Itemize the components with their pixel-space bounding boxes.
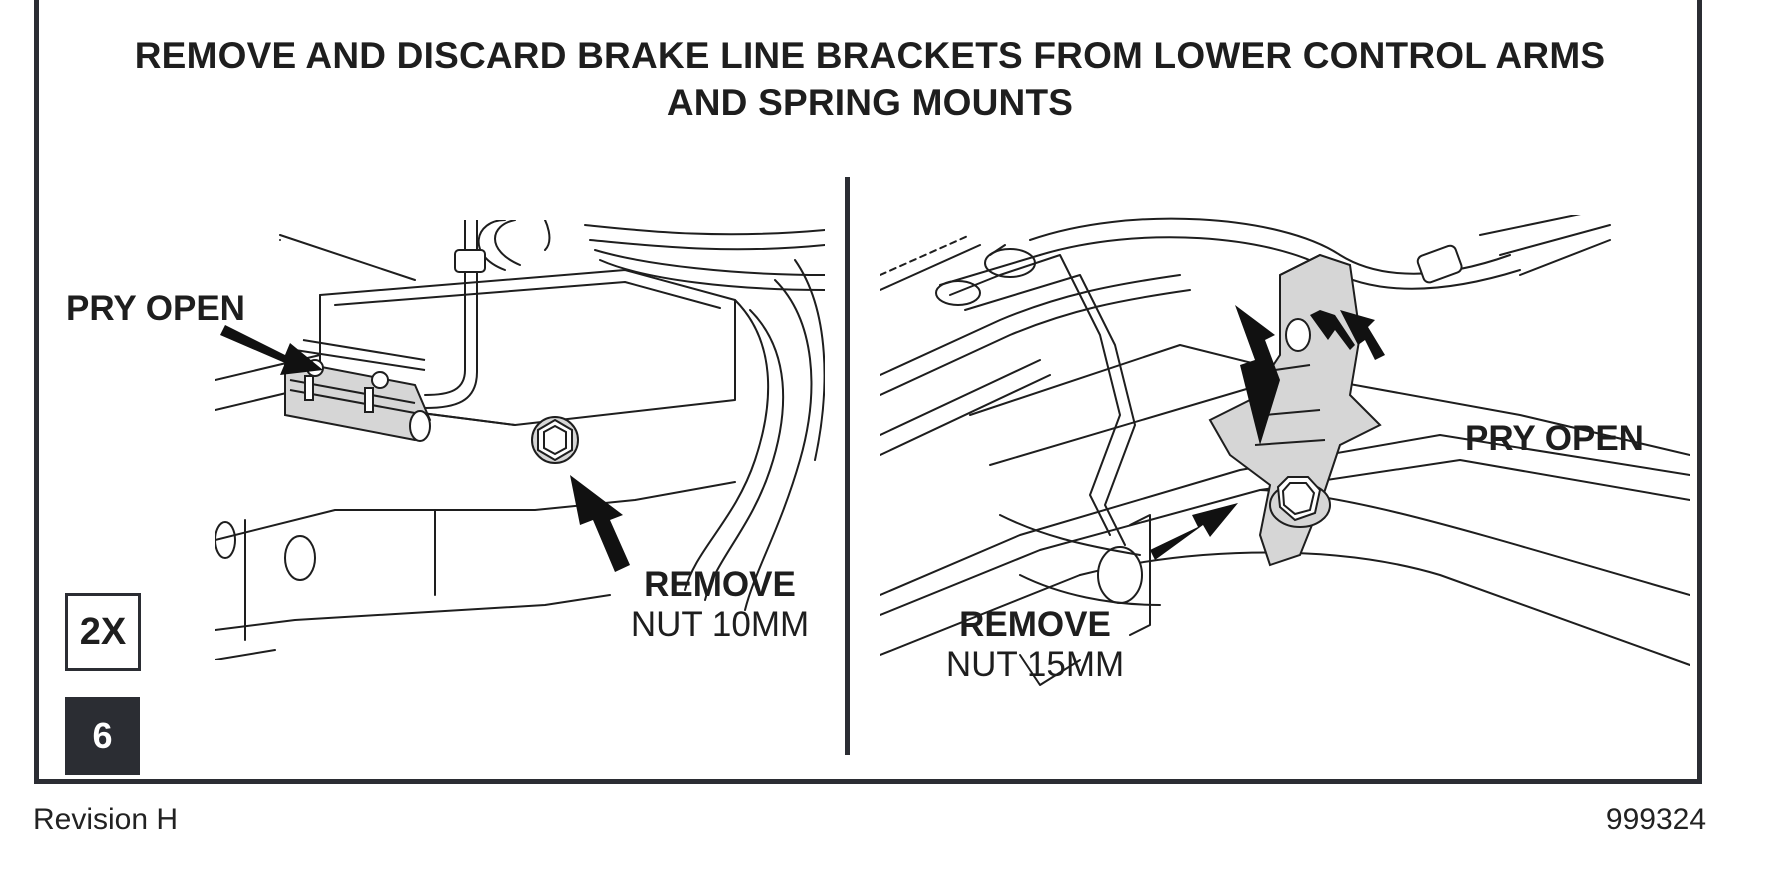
instruction-title: REMOVE AND DISCARD BRAKE LINE BRACKETS F… bbox=[40, 32, 1700, 126]
quantity-badge: 2X bbox=[65, 593, 141, 671]
document-number: 999324 bbox=[1605, 803, 1706, 836]
instruction-frame bbox=[34, 0, 1702, 784]
left-pry-open-label: PRY OPEN bbox=[66, 289, 245, 328]
right-remove-label: REMOVE bbox=[959, 605, 1111, 644]
revision-label: Revision H bbox=[33, 803, 179, 836]
left-remove-nut-callout: REMOVE NUT 10MM bbox=[610, 565, 830, 645]
right-spring-mount-illustration bbox=[880, 215, 1690, 686]
left-nut-size-label: NUT 10MM bbox=[630, 605, 810, 644]
panel-divider bbox=[845, 177, 850, 755]
left-brake-line-illustration bbox=[215, 220, 825, 660]
right-nut-size-label: NUT 15MM bbox=[945, 645, 1125, 684]
step-number-badge: 6 bbox=[65, 697, 140, 775]
title-line-2: AND SPRING MOUNTS bbox=[666, 82, 1074, 123]
title-line-1: REMOVE AND DISCARD BRAKE LINE BRACKETS F… bbox=[134, 35, 1606, 76]
right-pry-open-label: PRY OPEN bbox=[1465, 419, 1644, 458]
left-remove-label: REMOVE bbox=[644, 565, 796, 604]
right-remove-nut-callout: REMOVE NUT 15MM bbox=[905, 605, 1165, 685]
